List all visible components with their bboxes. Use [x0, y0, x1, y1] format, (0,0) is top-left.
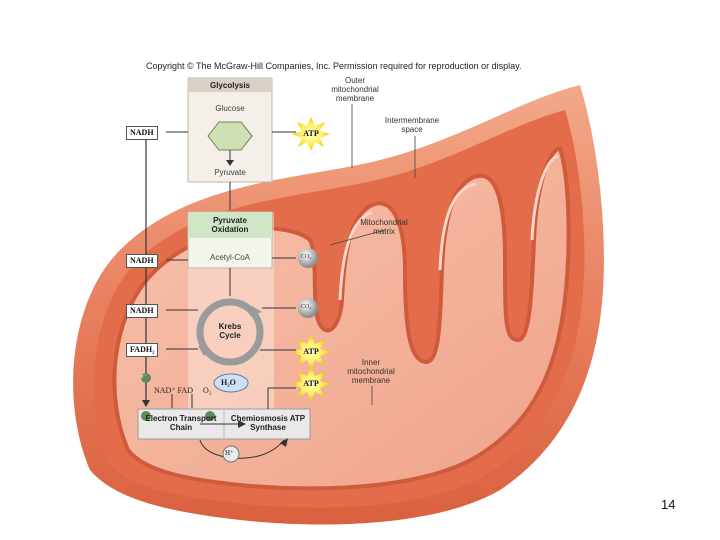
electron-dot-3	[205, 411, 215, 421]
page-number: 14	[661, 497, 676, 512]
acetyl-coa-label: Acetyl-CoA	[209, 253, 250, 262]
h-plus-circle	[222, 445, 240, 463]
chemiosmosis-title: Chemiosmosis ATP Synthase	[230, 414, 306, 432]
atp-star-2	[292, 335, 330, 369]
outer-membrane-label: Outer mitochondrial membrane	[331, 76, 379, 103]
nad-fad-label: NAD⁺ FAD	[154, 386, 193, 395]
atp-star-1	[292, 117, 330, 151]
nadh-tag-1: NADH	[126, 126, 158, 140]
copyright-notice: Copyright © The McGraw-Hill Companies, I…	[146, 61, 522, 71]
electron-dot-2	[141, 411, 151, 421]
o2-label: O₂	[203, 386, 212, 395]
co2-ball-1	[298, 248, 318, 268]
h2o-label: H₂O	[221, 378, 236, 387]
nadh-tag-3: NADH	[126, 304, 158, 318]
glycolysis-title: Glycolysis	[209, 81, 251, 90]
pyruvate-oxidation-title: Pyruvate Oxidation	[211, 216, 249, 234]
atp-label-1: ATP	[303, 129, 319, 138]
pyruvate-label: Pyruvate	[214, 168, 246, 177]
water-oval	[213, 373, 249, 393]
co2-ball-2	[298, 298, 318, 318]
electron-dot-1	[141, 373, 151, 383]
co2-label-2: CO₂	[301, 304, 312, 310]
nadh-tag-2: NADH	[126, 254, 158, 268]
atp-label-3: ATP	[303, 379, 319, 388]
h-plus-label: H⁺	[225, 449, 234, 457]
intermembrane-space-label: Intermembrane space	[384, 116, 440, 134]
krebs-cycle-title: Krebs Cycle	[218, 322, 242, 340]
glucose-label: Glucose	[215, 104, 245, 113]
fadh2-tag: FADH₂	[126, 343, 159, 357]
glucose-hexagon	[207, 121, 253, 151]
electron-label: e⁻	[141, 374, 147, 380]
co2-label-1: CO₂	[301, 254, 312, 260]
atp-label-2: ATP	[303, 347, 319, 356]
inner-membrane-label: Inner mitochondrial membrane	[347, 358, 395, 385]
matrix-label: Mitochondrial matrix	[360, 218, 408, 236]
krebs-cycle-ring	[196, 298, 264, 366]
etc-title: Electron Transport Chain	[145, 414, 217, 432]
atp-star-3	[292, 367, 330, 401]
